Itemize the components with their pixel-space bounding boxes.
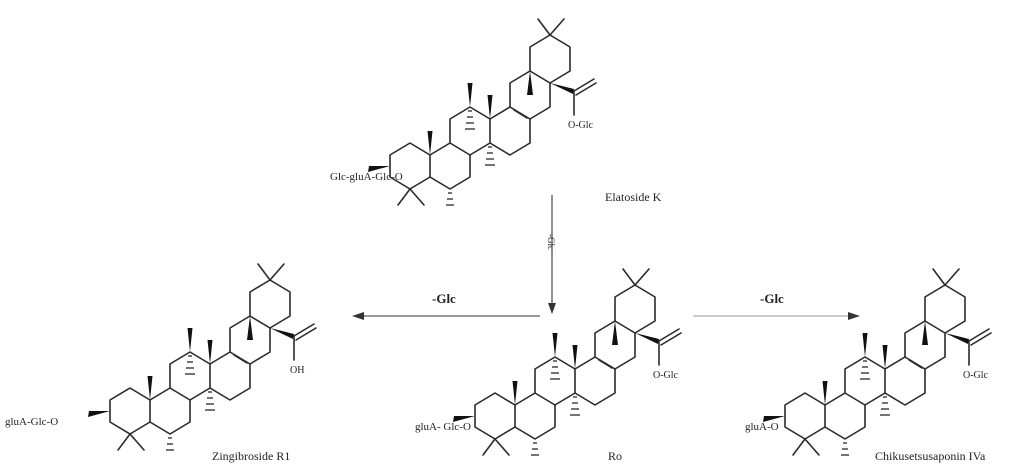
molecule-chikusetsusaponin-iva: gluA-O O-Glc Chikusetsusaponin IVa [745, 268, 992, 463]
elatoside-k-acid-group: O-Glc [568, 120, 594, 131]
elatoside-k-name: Elatoside K [605, 190, 662, 204]
arrow-left-label: -Glc [432, 291, 456, 306]
ro-substituent: gluA- Glc-O [415, 421, 471, 433]
arrow-down: -Glc [546, 195, 556, 314]
zingibroside-r1-substituent: gluA-Glc-O [5, 416, 58, 428]
elatoside-k-substituent: Glc-gluA-Glc-O [330, 171, 403, 183]
arrow-right: -Glc [693, 291, 860, 320]
molecule-ro: gluA- Glc-O O-Glc Ro [415, 268, 682, 463]
ro-acid-group: O-Glc [653, 370, 679, 381]
zingibroside-r1-acid-group: OH [290, 365, 304, 376]
molecule-zingibroside-r1: gluA-Glc-O OH Zingibroside R1 [5, 263, 317, 463]
arrow-left: -Glc [352, 291, 540, 320]
zingibroside-r1-name: Zingibroside R1 [212, 449, 290, 463]
molecule-elatoside-k: Glc-gluA-Glc-O O-Glc Elatoside K [330, 18, 662, 206]
chikusetsusaponin-iva-substituent: gluA-O [745, 421, 779, 433]
chikusetsusaponin-iva-name: Chikusetsusaponin IVa [875, 449, 986, 463]
arrow-right-label: -Glc [760, 291, 784, 306]
arrow-down-label: -Glc [546, 234, 556, 250]
chikusetsusaponin-iva-acid-group: O-Glc [963, 370, 989, 381]
ro-name: Ro [608, 449, 622, 463]
